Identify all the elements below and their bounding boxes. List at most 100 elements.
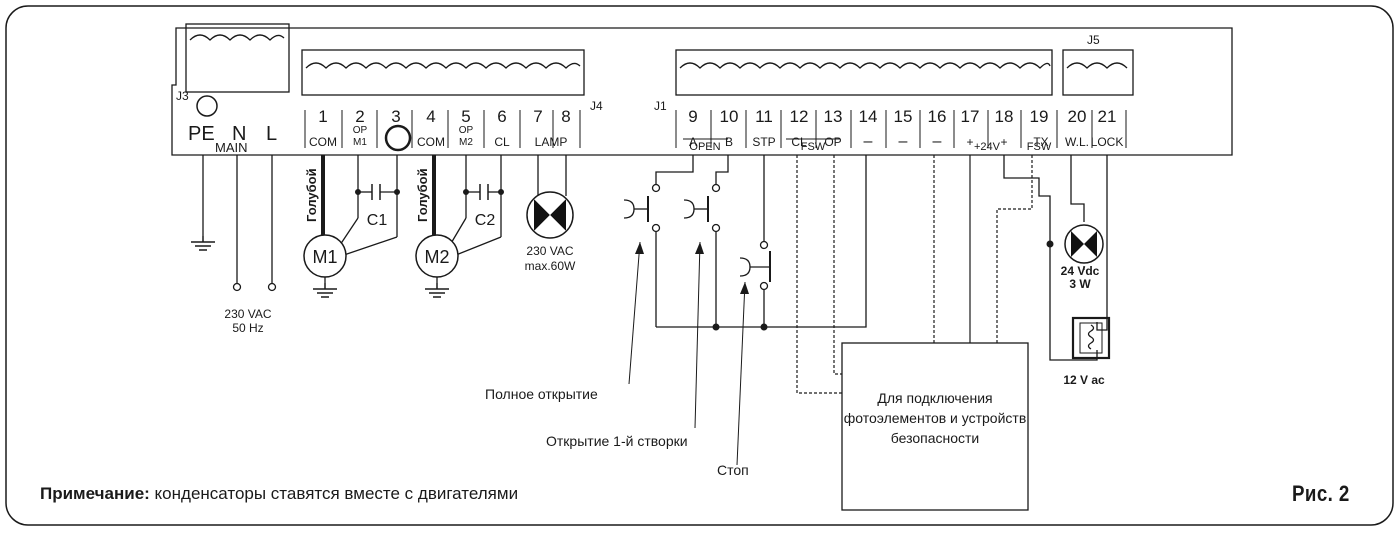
motor-m2-label: M2 — [424, 247, 449, 267]
warning-lamp-junction — [1046, 240, 1054, 248]
connector-j5-block — [1062, 49, 1134, 96]
terminal-number: 16 — [928, 107, 947, 126]
lock-spec-label: 12 V ac — [1063, 373, 1105, 387]
motor-m2-ground-icon — [424, 282, 450, 298]
terminal-number: 17 — [961, 107, 980, 126]
electric-lock-icon — [1071, 316, 1111, 360]
capacitor-c1-label: C1 — [367, 212, 388, 229]
wire-color-m1: Голубой — [304, 168, 319, 222]
safety-box-text: Для подключения фотоэлементов и устройст… — [843, 390, 1027, 446]
callout-full-open: Полное открытие — [485, 386, 598, 402]
terminal-label: + — [966, 135, 973, 149]
group-fsw-label: FSW — [801, 141, 826, 153]
motor-m1-wiring — [321, 155, 400, 256]
terminal-label: – — [933, 133, 942, 150]
terminal-label: M2 — [459, 137, 473, 148]
label-j5: J5 — [1087, 33, 1100, 47]
terminal-number: 21 — [1098, 107, 1117, 126]
terminal-label: -TX — [1029, 135, 1048, 149]
terminal-number: 19 — [1030, 107, 1049, 126]
terminal-number: 13 — [824, 107, 843, 126]
terminal-number: 5 — [461, 107, 470, 126]
terminal-number: 10 — [720, 107, 739, 126]
pe-ground-icon — [190, 235, 216, 251]
terminal-number: 18 — [995, 107, 1014, 126]
terminal-label: COM — [417, 135, 445, 149]
terminal-number: 9 — [688, 107, 697, 126]
terminal-label: OP — [459, 125, 474, 136]
terminal-label: OP — [353, 125, 368, 136]
terminal-label: – — [899, 133, 908, 150]
connector-j4-block — [301, 49, 585, 96]
terminal-number: 7 — [533, 107, 542, 126]
pushbutton-single-open — [683, 183, 721, 233]
junction-dot-1 — [712, 323, 720, 331]
note-prefix: Примечание: — [40, 484, 150, 503]
motor-m1-ground-icon — [312, 282, 338, 298]
warning-lamp-icon — [1064, 224, 1104, 264]
junction-dot-2 — [760, 323, 768, 331]
terminal-number: 4 — [426, 107, 435, 126]
group-open-label: OPEN — [689, 141, 720, 153]
connector-j1-block — [675, 49, 1053, 96]
figure-label: Рис. 2 — [1292, 481, 1350, 506]
outer-frame — [5, 5, 1394, 526]
terminal-label: OP — [824, 135, 841, 149]
callout-leaders — [628, 241, 746, 466]
mains-supply-line2: 50 Hz — [232, 321, 263, 335]
mains-wires — [202, 155, 277, 292]
capacitor-note: Примечание: конденсаторы ставятся вместе… — [40, 484, 518, 504]
group-lamp-label: LAMP — [535, 135, 568, 149]
callout-stop: Стоп — [717, 462, 749, 478]
group-fsw2-label: FSW — [1027, 141, 1052, 153]
safety-devices-box — [841, 342, 1029, 511]
label-n: N — [232, 123, 246, 145]
group-24v-label: +24V — [974, 141, 1001, 153]
terminal-3-ring — [384, 124, 412, 152]
terminal-label: LOCK — [1091, 135, 1124, 149]
terminal-number: 8 — [561, 107, 570, 126]
terminal-label: M1 — [353, 137, 367, 148]
mains-supply-line1: 230 VAC — [224, 307, 271, 321]
callout-arrows — [635, 242, 749, 294]
terminal-label: + — [1000, 135, 1007, 149]
terminal-number: 12 — [790, 107, 809, 126]
warning-lamp-spec-line1: 24 Vdc — [1061, 264, 1100, 278]
lamp-wiring — [537, 155, 567, 196]
label-j4: J4 — [590, 99, 603, 113]
terminal-label: CL — [494, 135, 510, 149]
terminal-number: 1 — [318, 107, 327, 126]
terminal-number: 11 — [755, 107, 773, 126]
warning-lamp-spec-line2: 3 W — [1069, 277, 1091, 291]
safety-wiring — [796, 155, 1033, 394]
board-outline — [171, 27, 1233, 156]
terminal-label: A — [689, 135, 697, 149]
pushbutton-stop — [739, 240, 771, 291]
flashing-lamp-icon — [526, 191, 574, 239]
motor-m1-label: M1 — [312, 247, 337, 267]
terminal-number: 3 — [391, 107, 400, 126]
terminal-number: 14 — [859, 107, 878, 126]
lamp-spec-line1: 230 VAC — [526, 244, 573, 258]
motor-m2-wiring — [432, 155, 504, 256]
terminal-label: B — [725, 135, 733, 149]
terminal-label: – — [864, 133, 873, 150]
pushbutton-wiring — [655, 155, 867, 328]
terminal-number: 15 — [894, 107, 913, 126]
label-pe: PE — [188, 123, 215, 145]
label-l: L — [266, 123, 277, 145]
wire-color-m2: Голубой — [415, 168, 430, 222]
terminal-label: W.L. — [1065, 135, 1089, 149]
terminal-label: STP — [752, 135, 775, 149]
pushbutton-full-open — [623, 183, 661, 233]
label-main: MAIN — [215, 140, 248, 155]
connector-j3-block — [185, 23, 290, 93]
terminal-number: 20 — [1068, 107, 1087, 126]
capacitor-c2-label: C2 — [475, 212, 496, 229]
terminal-number: 6 — [497, 107, 506, 126]
terminal-number: 2 — [355, 107, 364, 126]
lamp-spec-line2: max.60W — [525, 259, 576, 273]
